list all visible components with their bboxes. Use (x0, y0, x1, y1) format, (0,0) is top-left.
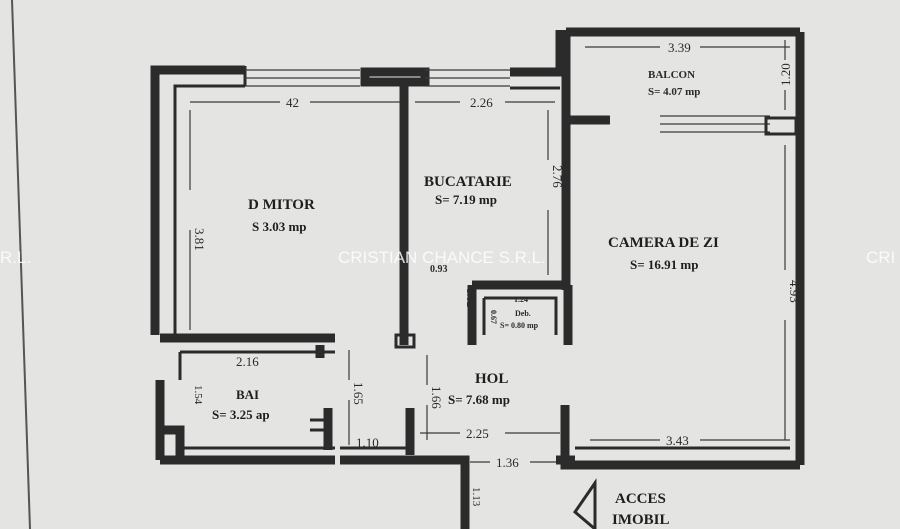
dim-label: 42 (286, 95, 299, 110)
room-labels: D MITOR S 3.03 mp BUCATARIE S= 7.19 mp B… (212, 69, 719, 422)
baie-area: S= 3.25 ap (212, 407, 270, 422)
entrance-label-2: IMOBIL (612, 512, 670, 528)
balcon-label: BALCON (648, 69, 695, 81)
dim-label: 1.13 (470, 487, 482, 507)
dim-label: 0.93 (430, 264, 448, 275)
dim-label: 1.65 (351, 382, 366, 405)
dim-label: 3.43 (666, 433, 689, 448)
bucatarie-area: S= 7.19 mp (435, 192, 497, 207)
debara-area: S= 0.80 mp (500, 321, 539, 330)
watermark: CRISTIAN CHANCE S.R.L. (338, 248, 546, 267)
bucatarie-label: BUCATARIE (424, 174, 512, 190)
walls (150, 27, 805, 529)
dim-label: 3.81 (192, 228, 207, 251)
dimension-lines (189, 40, 790, 463)
dormitor-area: S 3.03 mp (252, 219, 307, 234)
camera-label: CAMERA DE ZI (608, 235, 719, 251)
watermark-right: CRI (866, 248, 895, 267)
hol-area: S= 7.68 mp (448, 392, 510, 407)
dim-label: 2.76 (550, 165, 565, 188)
dim-label: 1.24 (514, 295, 528, 304)
dim-label: 1.02 (464, 288, 476, 307)
dim-label: 4.93 (787, 280, 802, 303)
watermark-left: R.L. (0, 248, 31, 267)
dim-label: 0.67 (489, 310, 498, 324)
dim-label: 1.20 (778, 63, 793, 86)
entrance-label: ACCES (615, 491, 666, 507)
dim-label: 1.54 (192, 385, 204, 405)
dim-label: 1.36 (496, 455, 519, 470)
dim-label: 1.10 (356, 435, 379, 450)
dimension-labels: 42 2.26 3.39 1.20 3.81 2.76 0.93 1.02 1.… (192, 40, 802, 507)
balcon-area: S= 4.07 mp (648, 86, 700, 98)
dim-label: 1.66 (429, 386, 444, 409)
baie-label: BAI (236, 387, 259, 402)
page-edge (11, 0, 31, 529)
debara-label: Deb. (515, 309, 531, 318)
camera-area: S= 16.91 mp (630, 257, 698, 272)
dim-label: 3.39 (668, 40, 691, 55)
dim-label: 2.25 (466, 426, 489, 441)
hol-label: HOL (475, 371, 508, 387)
dormitor-label: D MITOR (248, 197, 315, 213)
dim-label: 2.26 (470, 95, 493, 110)
dim-label: 2.16 (236, 354, 259, 369)
